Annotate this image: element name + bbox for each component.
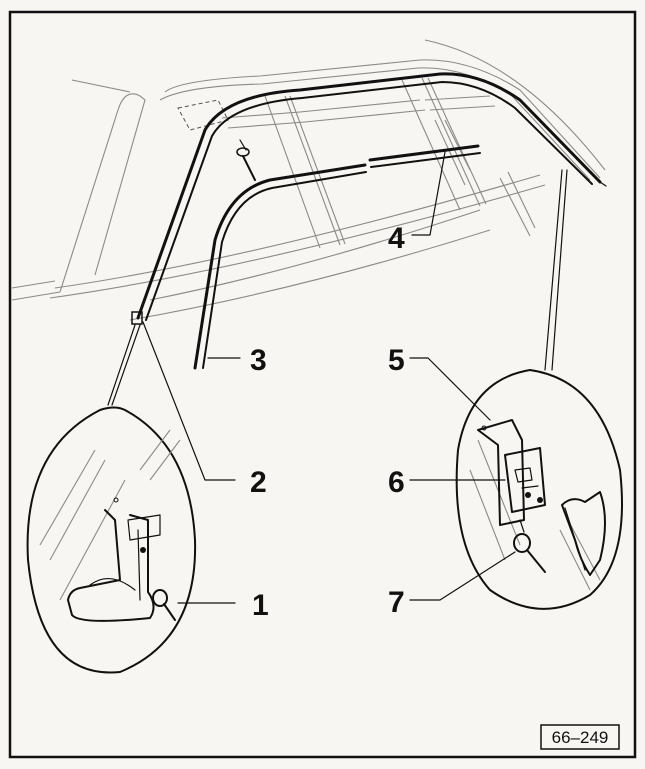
callout-7: 7: [388, 586, 405, 619]
detail-circle-left: [26, 406, 197, 674]
detail-circle-right: [455, 369, 623, 610]
callout-4: 4: [388, 222, 405, 255]
leader-right-detail: [544, 169, 563, 371]
callout-leaders: [142, 151, 516, 604]
leader-5: [409, 357, 491, 421]
roof-outline: [164, 59, 601, 179]
rear-window-outline: [59, 93, 146, 293]
figure-frame: [8, 10, 637, 759]
callout-5: 5: [388, 344, 405, 377]
leader-4: [411, 151, 446, 236]
b-pillar: [264, 95, 321, 249]
leader-7: [409, 551, 516, 601]
callout-6: 6: [388, 466, 405, 499]
figure-ref-number: 66–249: [552, 728, 609, 747]
callout-1: 1: [252, 589, 269, 622]
leader-2: [142, 321, 236, 481]
part-2-roof-drip-molding: [136, 72, 607, 321]
c-pillar: [401, 79, 461, 211]
callout-2: 2: [250, 466, 267, 499]
belt-line: [54, 174, 541, 289]
car-body-illustration: [11, 39, 606, 321]
leader-left-detail: [107, 324, 136, 406]
part-3-door-frame-molding: [193, 144, 481, 370]
upper-screw: [236, 139, 256, 181]
figure-ref-box: [540, 724, 620, 750]
lower-molding-clip: [131, 311, 143, 325]
callout-3: 3: [250, 344, 267, 377]
